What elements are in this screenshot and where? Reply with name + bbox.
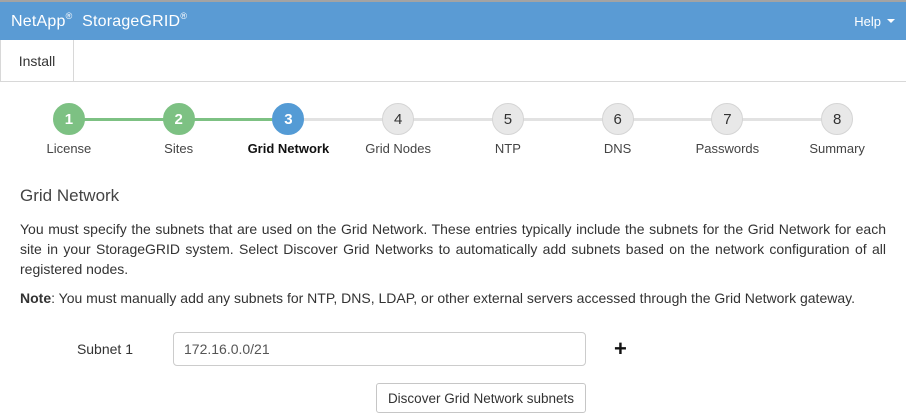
caret-down-icon — [887, 19, 895, 23]
help-menu[interactable]: Help — [854, 14, 895, 29]
step-connector — [617, 118, 728, 121]
add-subnet-icon[interactable]: + — [614, 336, 627, 361]
registered-mark-icon: ® — [65, 11, 73, 21]
note-text: Note: You must manually add any subnets … — [20, 288, 886, 308]
step-label: License — [46, 141, 92, 156]
subnet-input[interactable] — [173, 332, 586, 366]
step-passwords: 7 Passwords — [617, 103, 783, 156]
wizard-stepper: 1 License 2 Sites 3 Grid Network 4 Grid … — [14, 82, 892, 156]
step-circle: 4 — [382, 103, 415, 135]
step-circle: 3 — [272, 103, 305, 135]
brand-title: NetApp® StorageGRID® — [11, 11, 188, 31]
page-title: Grid Network — [20, 186, 120, 205]
step-circle: 1 — [52, 103, 85, 135]
step-grid-network: 3 Grid Network — [178, 103, 344, 156]
note-label: Note — [20, 290, 52, 306]
tab-bar: Install — [0, 40, 906, 82]
step-connector — [507, 118, 618, 121]
step-circle: 2 — [162, 103, 195, 135]
discover-subnets-button[interactable]: Discover Grid Network subnets — [375, 383, 586, 413]
subnet-row: Subnet 1 + — [20, 332, 886, 366]
step-label: Grid Nodes — [365, 141, 431, 156]
step-label: Grid Network — [247, 141, 330, 156]
step-connector — [68, 118, 179, 121]
note-body: : You must manually add any subnets for … — [51, 290, 855, 306]
step-connector — [288, 118, 399, 121]
step-summary: 8 Summary — [727, 103, 892, 156]
step-connector — [178, 118, 289, 121]
step-ntp: 5 NTP — [398, 103, 563, 156]
step-connector — [398, 118, 508, 121]
step-label: Summary — [809, 141, 865, 156]
brand-storagegrid: StorageGRID — [82, 13, 181, 30]
step-dns: 6 DNS — [507, 103, 673, 156]
step-circle: 6 — [601, 103, 634, 135]
window-top-border — [0, 0, 906, 2]
tab-install[interactable]: Install — [0, 40, 74, 81]
app-header: NetApp® StorageGRID® Help — [0, 2, 906, 40]
step-license: 1 License — [14, 103, 124, 156]
step-connector — [727, 118, 838, 121]
registered-mark-icon: ® — [180, 11, 188, 21]
brand-netapp: NetApp — [11, 13, 66, 30]
step-label: NTP — [494, 141, 521, 156]
step-circle: 7 — [711, 103, 744, 135]
step-label: Sites — [164, 141, 194, 156]
step-circle: 5 — [491, 103, 524, 135]
subnet-label: Subnet 1 — [76, 341, 133, 357]
step-circle: 8 — [821, 103, 854, 135]
description-text: You must specify the subnets that are us… — [20, 221, 886, 277]
step-label: DNS — [603, 141, 632, 156]
step-grid-nodes: 4 Grid Nodes — [288, 103, 453, 156]
discover-button-row: Discover Grid Network subnets — [20, 383, 586, 413]
step-label: Passwords — [695, 141, 760, 156]
step-sites: 2 Sites — [68, 103, 234, 156]
main-content: Grid Network You must specify the subnet… — [20, 186, 886, 413]
help-label: Help — [854, 13, 881, 29]
